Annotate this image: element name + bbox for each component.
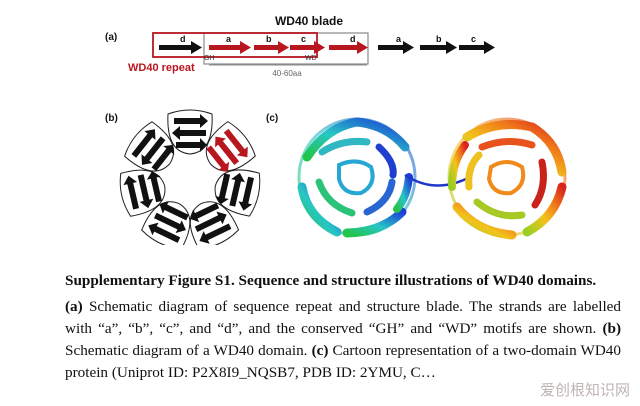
blade-5 <box>141 200 191 245</box>
svg-text:b: b <box>436 34 442 44</box>
panel-c-label: (c) <box>266 113 279 124</box>
protein-cartoon <box>297 117 567 240</box>
blade-1 <box>167 109 213 155</box>
blade-6 <box>119 169 166 217</box>
svg-text:b: b <box>266 34 272 44</box>
svg-text:a: a <box>396 34 402 44</box>
strand-d-first: d <box>159 34 202 54</box>
wd40-blade-title: WD40 blade <box>275 14 343 28</box>
svg-text:c: c <box>471 34 476 44</box>
left-domain <box>297 117 417 238</box>
strand-a: a <box>209 34 251 54</box>
strand-next-c: c <box>459 34 495 54</box>
right-domain <box>447 117 567 240</box>
motif-wd: WD <box>305 55 317 62</box>
strand-c: c <box>290 34 325 54</box>
caption-body: (a) Schematic diagram of sequence repeat… <box>65 296 621 384</box>
blade-7 <box>124 121 175 172</box>
svg-text:d: d <box>180 34 186 44</box>
blade-4 <box>189 201 240 245</box>
strand-d: d <box>329 34 368 54</box>
strand-next-a: a <box>378 34 414 54</box>
domain-linker <box>404 173 471 187</box>
caption-b-text: Schematic diagram of a WD40 domain. <box>65 342 312 359</box>
figure-caption: Supplementary Figure S1. Sequence and st… <box>65 270 621 384</box>
svg-text:a: a <box>226 34 232 44</box>
length-label: 40-60aa <box>272 69 302 78</box>
caption-title: Supplementary Figure S1. Sequence and st… <box>65 272 597 289</box>
svg-text:c: c <box>301 34 306 44</box>
caption-a-label: (a) <box>65 298 83 315</box>
caption-c-text: Cartoon representation of a two-domain W… <box>65 342 621 381</box>
repeat-label: WD40 repeat <box>128 62 195 74</box>
blade-2 <box>205 121 256 172</box>
wd40-propeller-schematic <box>119 109 261 245</box>
caption-c-label: (c) <box>311 342 329 359</box>
caption-b-label: (b) <box>602 320 621 337</box>
svg-text:d: d <box>350 34 356 44</box>
strand-next-b: b <box>420 34 457 54</box>
caption-a-text: Schematic diagram of sequence repeat and… <box>65 298 621 337</box>
strand-b: b <box>254 34 289 54</box>
watermark: 爱创根知识网 <box>539 381 630 399</box>
panel-b-label: (b) <box>105 113 118 124</box>
blade-3 <box>214 169 261 217</box>
panel-a-diagram: WD40 blade 40-60aa d a b c d GH WD a <box>128 14 495 78</box>
panel-a-label: (a) <box>105 32 118 43</box>
motif-gh: GH <box>204 55 215 62</box>
